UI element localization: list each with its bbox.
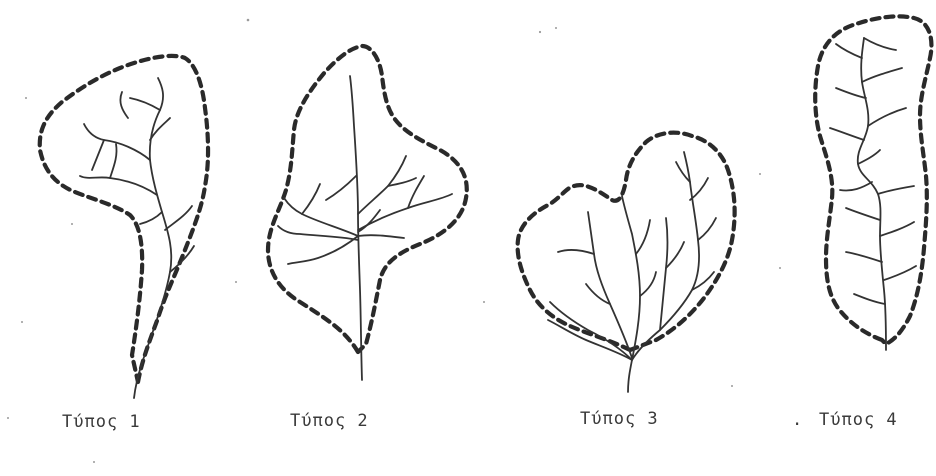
basin-4-branch-a: [864, 38, 896, 50]
basin-4-branch-i: [878, 186, 914, 194]
type-1-label: Τύπος 1: [62, 412, 141, 432]
basin-1-branch-g: [165, 206, 192, 230]
basin-2-branch-d: [288, 236, 358, 264]
type-4-label: Τύπος 4: [819, 410, 898, 430]
basin-1-branch-d: [110, 144, 117, 178]
basin-2-branch-k: [326, 176, 356, 200]
basin-4-outline: [815, 16, 931, 344]
basin-2-branch-a: [284, 198, 358, 236]
basin-2-branch-b: [302, 184, 320, 214]
basin-3-branch-g: [640, 272, 656, 296]
basin-4-branch-f: [830, 128, 864, 140]
basin-3-branch-a: [550, 302, 632, 360]
basin-4-branch-b: [836, 44, 862, 58]
type-4-bullet: .: [792, 410, 803, 430]
basin-2-branch-e: [358, 194, 452, 230]
basin-1-branch-i: [120, 92, 128, 118]
basin-4-branch-h: [840, 182, 872, 191]
basin-3-outline: [518, 133, 735, 350]
basin-1-outline: [40, 56, 208, 382]
basin-1-branch-j: [140, 212, 162, 224]
basin-4-branch-j: [846, 208, 880, 220]
basin-2-branch-c: [278, 226, 358, 240]
basin-3-branch-h: [636, 220, 650, 254]
basin-type-4: [815, 16, 931, 350]
type-2-label: Τύπος 2: [290, 411, 369, 431]
basin-type-3: [518, 133, 735, 392]
basin-4-branch-d: [836, 88, 866, 98]
basin-type-1: [40, 56, 208, 398]
basin-3-branch-n: [690, 178, 708, 200]
basin-4-branch-m: [884, 266, 916, 280]
basin-2-branch-g: [358, 156, 406, 214]
basin-1-branch-c: [80, 176, 157, 195]
basin-2-branch-i: [358, 235, 404, 238]
basin-4-branch-e: [868, 108, 906, 126]
basin-1-branch-e: [130, 98, 160, 110]
basin-3-branch-l: [698, 218, 716, 240]
basin-1-branch-b: [92, 140, 104, 170]
basin-3-branch-i: [660, 218, 668, 330]
basin-4-branch-k: [880, 222, 914, 236]
type-3-label: Τύπος 3: [580, 409, 659, 429]
basin-4-branch-n: [854, 294, 885, 304]
scan-specks: [7, 19, 781, 463]
basin-3-branch-j: [666, 242, 684, 268]
basin-type-2: [268, 46, 467, 380]
basin-3-branch-f: [622, 196, 640, 360]
basin-3-branch-d: [558, 250, 594, 254]
basin-4-branch-c: [862, 68, 902, 82]
basin-4-branch-g: [858, 150, 880, 164]
basin-4-branch-l: [846, 252, 882, 262]
